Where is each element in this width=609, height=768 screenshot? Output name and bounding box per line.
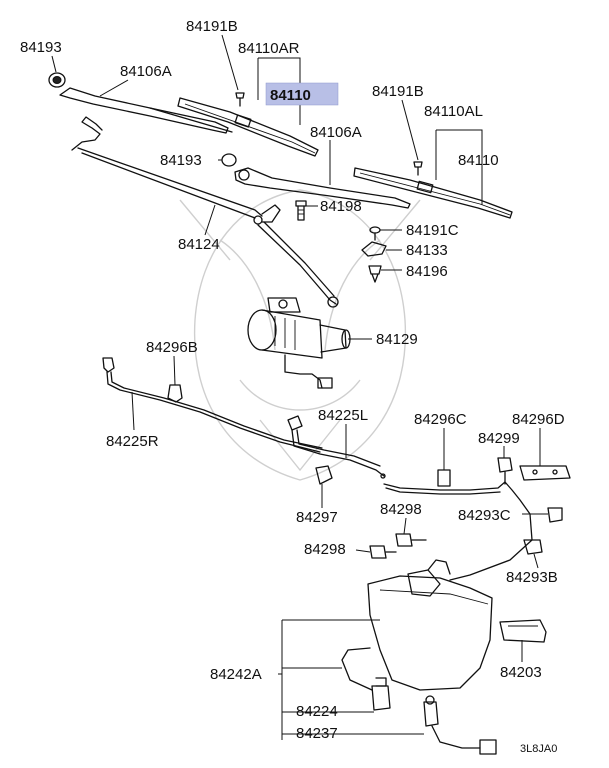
- hose-to-tank: [383, 481, 533, 581]
- label-84298-lower-valve[interactable]: 84298: [304, 541, 346, 558]
- label-84106a-left-arm[interactable]: 84106A: [310, 124, 362, 141]
- label-84242a-tank[interactable]: 84242A: [210, 666, 262, 683]
- label-84296b-clip[interactable]: 84296B: [146, 339, 198, 356]
- screw-84191c: [369, 226, 381, 241]
- label-84225l-hose[interactable]: 84225L: [318, 407, 368, 424]
- label-84237-sensor[interactable]: 84237: [296, 725, 338, 742]
- bolt-84198: [295, 200, 307, 221]
- wiper-arm-left: [234, 167, 411, 209]
- label-84293c-clip[interactable]: 84293C: [458, 507, 511, 524]
- label-84106a-right-arm[interactable]: 84106A: [120, 63, 172, 80]
- label-84124-linkage[interactable]: 84124: [178, 236, 220, 253]
- label-84110ar-right-blade-set[interactable]: 84110AR: [238, 40, 300, 57]
- bracket-84203: [499, 619, 547, 643]
- label-84225r-hose[interactable]: 84225R: [106, 433, 159, 450]
- clip-84293c: [547, 507, 563, 523]
- check-valve-84298-lower: [369, 545, 397, 559]
- label-84191b-left-screw[interactable]: 84191B: [372, 83, 424, 100]
- label-84297-clip[interactable]: 84297: [296, 509, 338, 526]
- label-84196-grommet[interactable]: 84196: [406, 263, 448, 280]
- check-valve-84298-upper: [395, 533, 427, 547]
- leader-lines: [51, 34, 548, 740]
- nut-cap-84193-right: [48, 72, 66, 88]
- washer-hose-84225r: [102, 357, 323, 453]
- screw-84191b-right: [235, 92, 245, 107]
- screw-84191b-left: [413, 161, 423, 176]
- wiper-blade-right: [177, 97, 319, 157]
- part-labels: 84193 84191B 84110AR 84106A 84110 84106A…: [20, 18, 565, 755]
- clip-84297: [315, 465, 333, 485]
- clip-84296b: [167, 384, 183, 403]
- selected-part-highlight: [265, 82, 339, 106]
- label-84224-washer-motor[interactable]: 84224: [296, 703, 338, 720]
- label-84110-right-blade-selected[interactable]: 84110: [270, 87, 311, 104]
- nut-cap-84193-left: [221, 153, 237, 167]
- bracket-84296d: [519, 465, 571, 481]
- label-84193-left-cap[interactable]: 84193: [160, 152, 202, 169]
- label-84296c-clip[interactable]: 84296C: [414, 411, 467, 428]
- clip-84296c: [437, 469, 451, 487]
- washer-motor-84224: [341, 647, 391, 711]
- label-84293b-clip[interactable]: 84293B: [506, 569, 558, 586]
- label-84191b-right-screw[interactable]: 84191B: [186, 18, 238, 35]
- joint-84299: [497, 457, 513, 485]
- label-84203-bracket[interactable]: 84203: [500, 664, 542, 681]
- bracket-84133: [361, 241, 387, 257]
- washer-hose-84225l: [287, 415, 386, 479]
- wiper-arm-right: [59, 87, 233, 134]
- label-84198-bolt[interactable]: 84198: [320, 198, 362, 215]
- wiper-linkage-84124: [71, 116, 339, 308]
- clip-84293b: [523, 539, 543, 555]
- label-84296d-bracket[interactable]: 84296D: [512, 411, 565, 428]
- label-84129-motor[interactable]: 84129: [376, 331, 418, 348]
- drawing-code: 3L8JA0: [520, 743, 557, 755]
- grommet-84196: [368, 265, 382, 283]
- label-84110al-left-blade-set[interactable]: 84110AL: [424, 103, 483, 120]
- label-84193-right-cap[interactable]: 84193: [20, 39, 62, 56]
- wiper-motor-84129: [247, 297, 351, 389]
- label-84110-left-blade[interactable]: 84110: [458, 152, 499, 169]
- label-84298-upper-valve[interactable]: 84298: [380, 501, 422, 518]
- label-84299-joint[interactable]: 84299: [478, 430, 520, 447]
- washer-tank-84242a: [367, 559, 493, 691]
- label-84191c-screw[interactable]: 84191C: [406, 222, 459, 239]
- level-sensor-84237: [423, 695, 497, 755]
- label-84133-bracket[interactable]: 84133: [406, 242, 448, 259]
- wiper-blade-left: [353, 167, 513, 219]
